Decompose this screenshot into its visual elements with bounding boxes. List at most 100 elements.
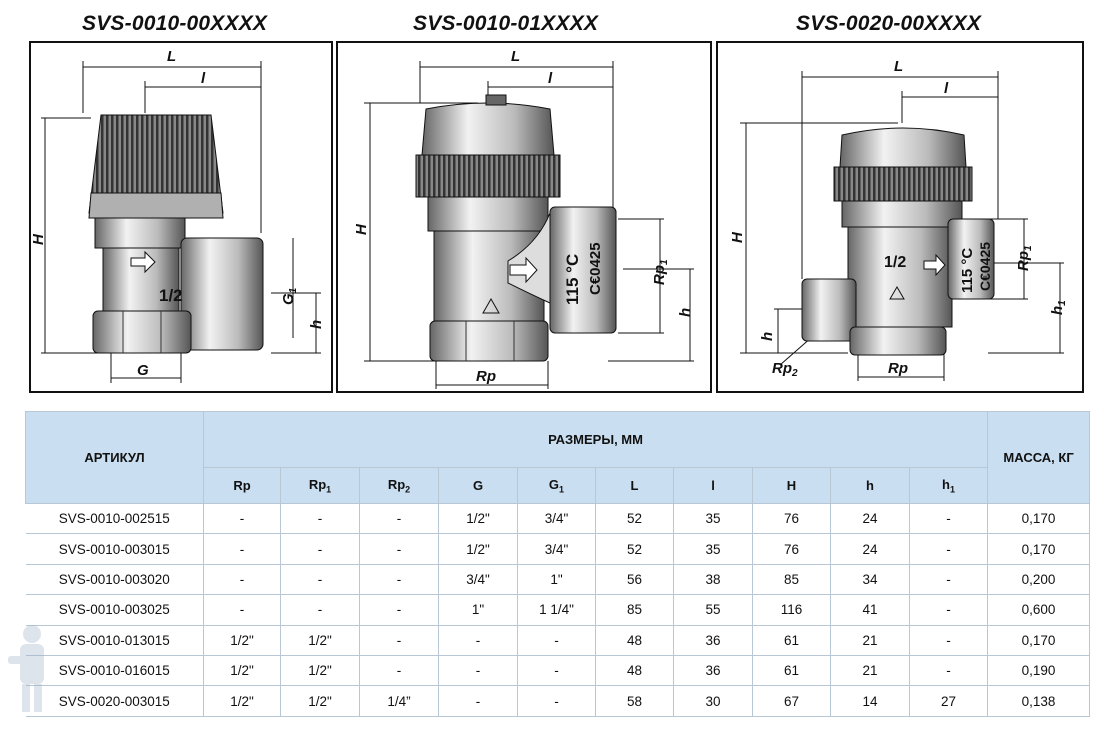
dim-Rp1: Rp1 (651, 259, 670, 285)
drawing-panel-3: 1/2 115 °C C€0425 L l H h h1 Rp1 Rp2 Rp (716, 41, 1084, 393)
mass-cell: 0,170 (987, 533, 1091, 565)
dimension-cell: - (908, 594, 989, 626)
mass-cell: 0,170 (987, 624, 1091, 656)
column-header-label: l (711, 478, 715, 493)
column-header-8: h (830, 467, 910, 504)
article-cell: SVS-0010-003020 (25, 563, 204, 596)
dimension-cell: - (359, 563, 439, 596)
column-header-5: L (595, 467, 674, 504)
dim-Rp2: Rp2 (772, 360, 798, 379)
dimension-cell: 14 (830, 685, 910, 717)
dimension-cell: 1/2" (280, 624, 360, 656)
dim-H: H (729, 231, 746, 243)
dimension-cell: 1/4” (359, 685, 439, 717)
dimension-cell: - (908, 654, 989, 687)
ce-marking: C€0425 (587, 242, 604, 295)
model-title-2: SVS-0010-01XXXX (413, 12, 599, 35)
dim-h: h (677, 308, 694, 317)
dimensions-header: РАЗМЕРЫ, ММ (202, 411, 989, 468)
dimension-cell: - (438, 654, 518, 687)
dim-l: l (944, 80, 949, 97)
dimension-cell: 24 (830, 533, 910, 565)
temperature-marking: 115 °C (563, 254, 582, 305)
dimension-cell: 35 (673, 502, 753, 535)
drawing-panel-1: 1/2 L l H h G1 G (29, 41, 333, 393)
dimension-cell: 85 (752, 563, 831, 596)
dimension-cell: 56 (595, 563, 674, 596)
column-header-label: G (472, 478, 484, 493)
dim-l: l (201, 70, 206, 87)
column-header-4: G1 (517, 467, 596, 504)
dim-L: L (167, 48, 176, 65)
dimension-cell: 27 (908, 685, 989, 717)
dimension-cell: - (517, 624, 596, 656)
column-header-label: h (866, 478, 874, 493)
dimension-cell: 35 (673, 533, 753, 565)
dimension-cell: 1/2" (438, 502, 518, 535)
dimension-cell: - (280, 533, 360, 565)
dim-h: h (308, 320, 325, 329)
dim-H: H (353, 223, 370, 235)
column-header-label: Rp (387, 476, 406, 492)
dimension-cell: 1 1/4" (517, 594, 596, 626)
dimension-cell: 58 (595, 685, 674, 717)
temperature-marking: 115 °C (959, 248, 976, 293)
column-header-subscript: 1 (559, 484, 565, 495)
dim-Rp: Rp (476, 368, 496, 385)
dimension-cell: - (203, 533, 281, 565)
dimension-cell: - (517, 654, 596, 687)
dimension-cell: 38 (673, 563, 753, 596)
article-header: АРТИКУЛ (25, 411, 204, 504)
dimension-cell: 1/2" (203, 654, 281, 687)
dimension-cell: 24 (830, 502, 910, 535)
column-header-subscript: 2 (405, 484, 411, 495)
dimension-cell: - (359, 594, 439, 626)
dimension-cell: - (359, 624, 439, 656)
dimension-cell: 52 (595, 502, 674, 535)
mass-cell: 0,190 (987, 654, 1091, 687)
dimension-cell: 3/4" (438, 563, 518, 596)
dimension-cell: 48 (595, 624, 674, 656)
dimension-cell: - (908, 502, 989, 535)
dimension-cell: 36 (673, 624, 753, 656)
dimension-cell: 3/4" (517, 502, 596, 535)
dimension-cell: 1/2" (438, 533, 518, 565)
mass-header: МАССА, КГ (987, 411, 1091, 504)
size-marking: 1/2 (159, 286, 183, 305)
dim-G: G (137, 362, 149, 379)
mass-cell: 0,600 (987, 594, 1091, 626)
table-header-row: АРТИКУЛ РАЗМЕРЫ, ММ МАССА, КГ (25, 411, 1091, 504)
dim-Rp: Rp (888, 360, 908, 377)
dimension-cell: - (280, 502, 360, 535)
dimension-cell: 116 (752, 594, 831, 626)
dimension-cell: 52 (595, 533, 674, 565)
dimension-cell: 1/2" (280, 654, 360, 687)
column-header-label: L (630, 478, 639, 493)
column-header-label: H (786, 478, 797, 493)
dimension-cell: - (280, 563, 360, 596)
dimension-cell: 1" (517, 563, 596, 596)
dim-h: h (759, 332, 776, 341)
column-header-subscript: 1 (950, 484, 956, 495)
mass-cell: 0,138 (987, 685, 1091, 717)
mass-cell: 0,170 (987, 502, 1091, 535)
column-header-1: Rp1 (280, 467, 360, 504)
dimension-cell: 61 (752, 624, 831, 656)
dimension-cell: - (280, 594, 360, 626)
drawing-panel-2: 115 °C C€0425 L l H h Rp1 Rp (336, 41, 712, 393)
column-header-9: h1 (908, 467, 989, 504)
dimension-cell: 67 (752, 685, 831, 717)
dimension-cell: 21 (830, 654, 910, 687)
dimension-cell: 76 (752, 533, 831, 565)
dim-h1: h1 (1049, 300, 1068, 315)
dimension-cell: - (438, 685, 518, 717)
dimension-cell: - (203, 594, 281, 626)
article-cell: SVS-0010-003015 (25, 533, 204, 565)
dimension-cell: 55 (673, 594, 753, 626)
model-title-3: SVS-0020-00XXXX (796, 12, 982, 35)
column-header-label: G (548, 476, 560, 492)
